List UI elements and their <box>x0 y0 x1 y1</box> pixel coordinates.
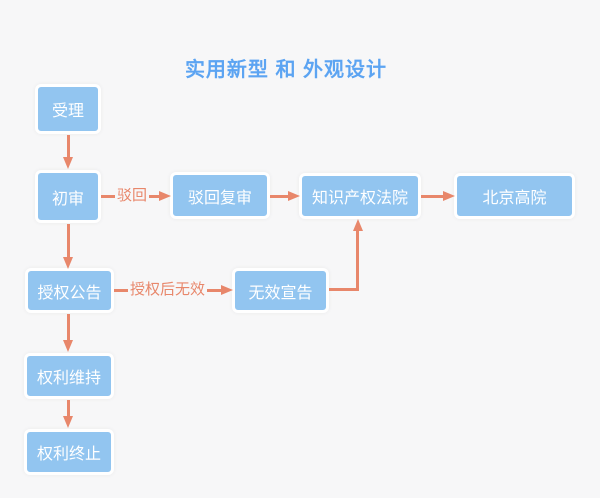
node-rejection-review: 驳回复审 <box>170 172 270 219</box>
arrow-line <box>66 314 70 340</box>
arrow-right-icon <box>221 285 233 295</box>
arrow-rejection-review-to-ip-court <box>270 187 300 205</box>
arrow-down-icon <box>63 416 73 428</box>
node-acceptance: 受理 <box>35 84 101 134</box>
arrow-down-icon <box>63 157 73 169</box>
arrow-right-icon <box>159 191 171 201</box>
arrow-preliminary-exam-to-rejection-review: 驳回 <box>101 187 171 205</box>
arrow-right-icon <box>288 191 300 201</box>
node-ip-court-label: 知识产权法院 <box>311 190 408 207</box>
arrow-acceptance-to-preliminary-exam <box>63 135 73 169</box>
node-rejection-review-label: 驳回复审 <box>187 189 252 207</box>
node-preliminary-exam-label: 初审 <box>51 190 84 208</box>
diagram-title: 实用新型 和 外观设计 <box>184 59 388 81</box>
node-preliminary-exam: 初审 <box>35 170 101 223</box>
node-invalidation-declaration-label: 无效宣告 <box>248 284 313 302</box>
node-rights-maintained: 权利维持 <box>24 353 114 399</box>
arrow-up-icon <box>352 219 363 231</box>
arrow-line <box>207 288 221 292</box>
arrow-rights-maintained-to-rights-terminated <box>63 400 73 428</box>
node-rights-terminated: 权利终止 <box>24 429 114 475</box>
arrow-down-icon <box>63 340 73 352</box>
arrow-grant-announcement-to-rights-maintained <box>63 314 73 352</box>
arrow-line <box>149 194 159 198</box>
arrow-line <box>101 194 115 198</box>
arrow-line <box>114 288 128 292</box>
arrow-grant-announcement-to-invalidation: 授权后无效 <box>114 281 233 299</box>
node-grant-announcement-label: 授权公告 <box>37 284 102 302</box>
arrow-invalidation-to-ip-court-vertical <box>356 230 359 291</box>
node-ip-court: 知识产权法院 <box>299 173 421 219</box>
arrow-down-icon <box>63 257 73 269</box>
node-rights-terminated-label: 权利终止 <box>36 446 101 463</box>
arrow-invalidation-to-ip-court-horizontal <box>329 288 359 291</box>
arrow-line <box>66 224 70 257</box>
arrow-line <box>66 400 70 416</box>
node-beijing-high-court: 北京高院 <box>454 173 575 219</box>
arrow-line <box>421 194 443 198</box>
node-acceptance-label: 受理 <box>51 103 84 120</box>
arrow-line <box>270 194 288 198</box>
arrow-line <box>66 135 70 157</box>
edge-label-invalid-after-grant: 授权后无效 <box>130 281 206 298</box>
arrow-right-icon <box>443 191 455 201</box>
node-grant-announcement: 授权公告 <box>25 268 114 313</box>
node-rights-maintained-label: 权利维持 <box>36 370 101 387</box>
arrow-preliminary-exam-to-grant-announcement <box>63 224 73 269</box>
arrow-ip-court-to-beijing-high-court <box>421 187 455 205</box>
edge-label-rejected: 驳回 <box>117 187 148 204</box>
node-invalidation-declaration: 无效宣告 <box>232 268 329 313</box>
node-beijing-high-court-label: 北京高院 <box>482 190 547 207</box>
